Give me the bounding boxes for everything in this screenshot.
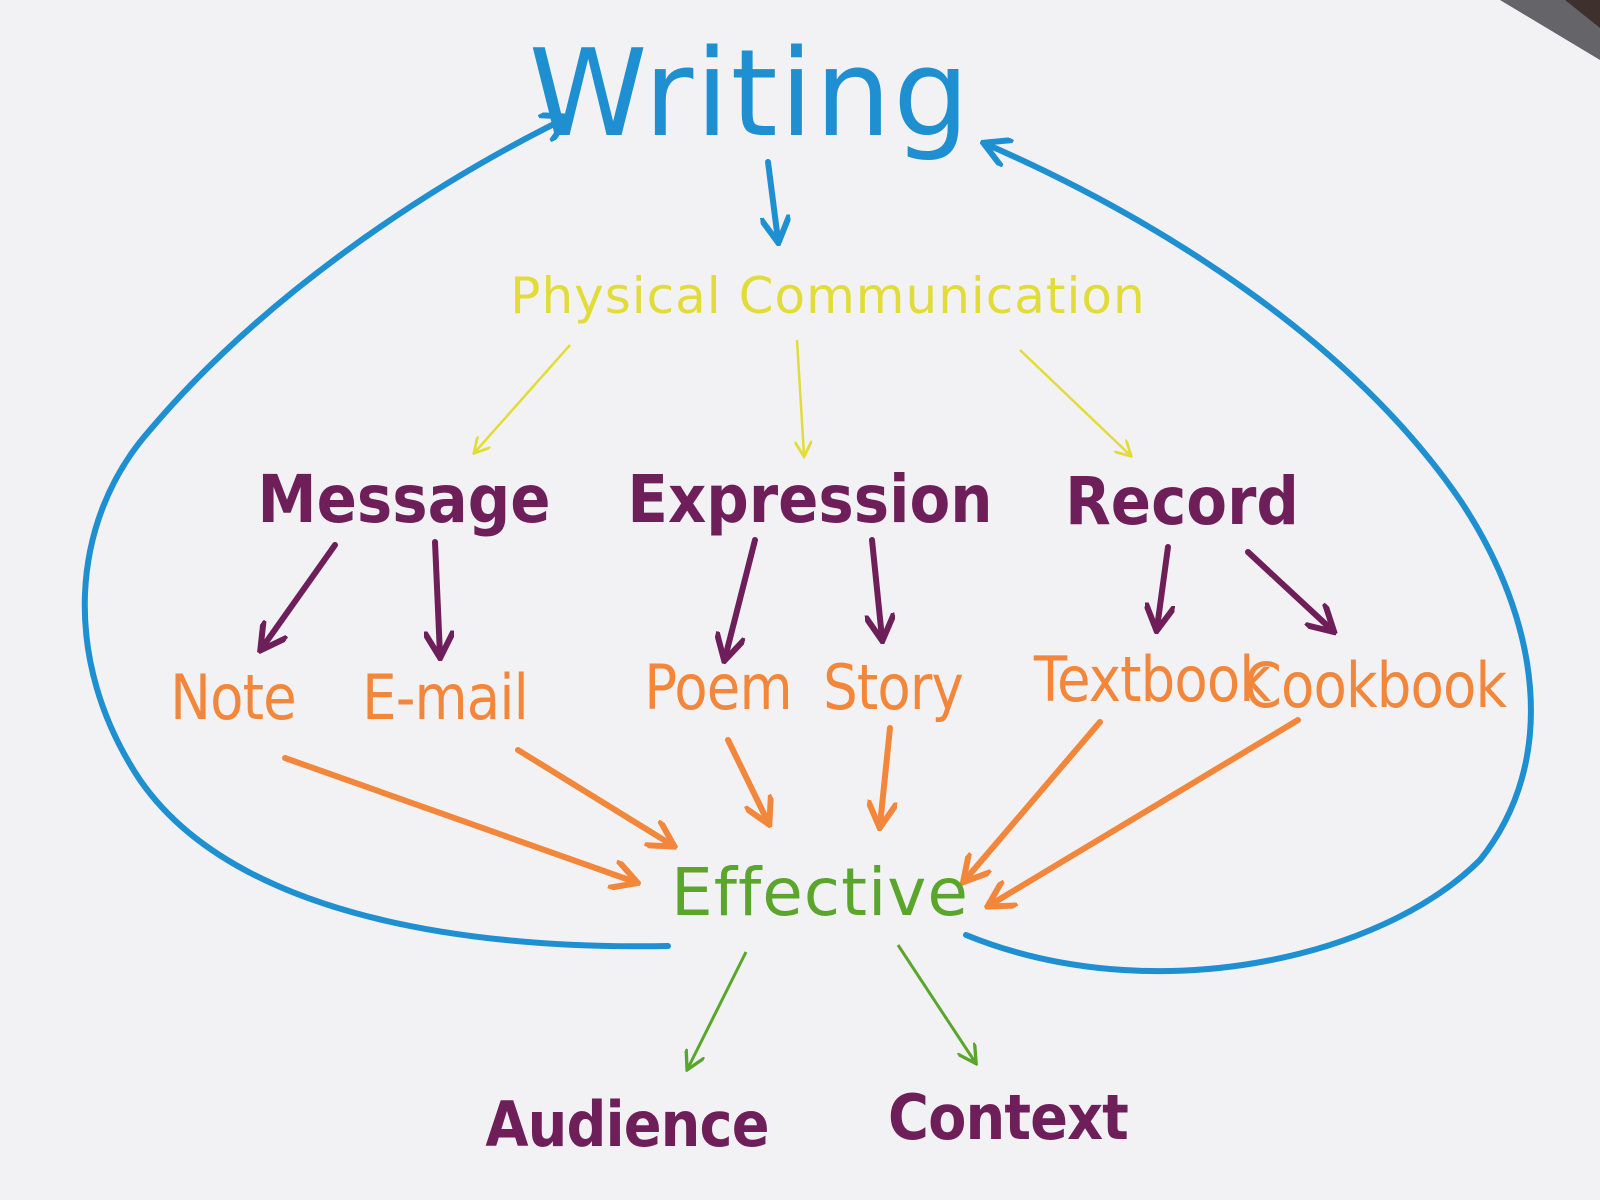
arrow-record-to-cookbook bbox=[1245, 549, 1332, 630]
node-textbook: Textbook bbox=[1033, 643, 1271, 716]
diagram-title: Writing bbox=[528, 25, 972, 164]
arrow-message-to-email bbox=[435, 539, 440, 655]
node-effective: Effective bbox=[671, 854, 969, 931]
arrow-poem-to-effective bbox=[725, 737, 768, 822]
feedback-loop-left bbox=[81, 118, 671, 950]
paper-shadow bbox=[1500, 0, 1600, 60]
node-story: Story bbox=[823, 651, 964, 724]
node-note: Note bbox=[170, 661, 297, 734]
node-physical-communication: Physical Communication bbox=[510, 267, 1146, 325]
arrow-physical-to-record bbox=[1019, 349, 1130, 455]
arrow-textbook-to-effective bbox=[965, 719, 1103, 880]
arrow-physical-to-message bbox=[475, 344, 571, 452]
node-context: Context bbox=[888, 1081, 1129, 1154]
arrow-physical-to-expression bbox=[797, 339, 804, 455]
arrow-record-to-textbook bbox=[1157, 544, 1168, 628]
feedback-loop-right bbox=[963, 144, 1534, 975]
arrow-effective-to-audience bbox=[688, 951, 748, 1068]
arrow-writing-to-physical bbox=[768, 159, 778, 240]
arrow-expression-to-story bbox=[872, 537, 882, 638]
node-message: Message bbox=[257, 461, 551, 538]
arrow-story-to-effective bbox=[880, 725, 890, 825]
arrow-cookbook-to-effective bbox=[990, 717, 1301, 905]
arrow-note-to-effective bbox=[282, 755, 635, 882]
node-cookbook: Cookbook bbox=[1243, 649, 1507, 722]
node-expression: Expression bbox=[627, 461, 993, 538]
node-audience: Audience bbox=[485, 1088, 769, 1161]
node-poem: Poem bbox=[644, 651, 792, 724]
arrow-effective-to-context bbox=[896, 944, 975, 1062]
arrow-email-to-effective bbox=[515, 747, 672, 845]
node-record: Record bbox=[1065, 463, 1299, 540]
arrow-message-to-note bbox=[262, 542, 338, 648]
node-email: E-mail bbox=[362, 661, 529, 734]
arrow-expression-to-poem bbox=[725, 537, 758, 658]
